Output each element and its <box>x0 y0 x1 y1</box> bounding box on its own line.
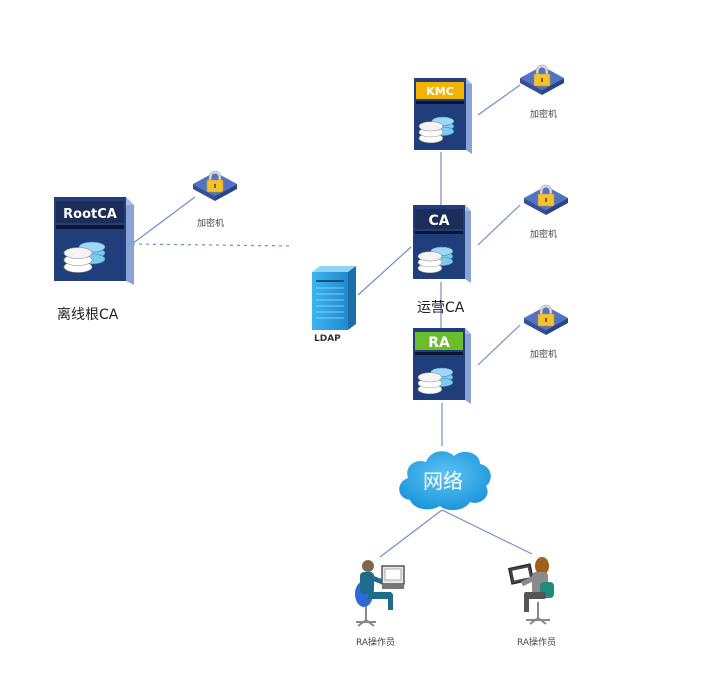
line-ra-hsm <box>477 324 521 366</box>
operator-1-caption: RA操作员 <box>356 638 396 648</box>
hsm-ra-lock-icon[interactable] <box>523 304 569 336</box>
ra-label: RA <box>428 335 450 351</box>
ca-label: CA <box>428 213 449 229</box>
hsm-rootca-lock-icon[interactable] <box>192 170 238 202</box>
ldap-caption: LDAP <box>314 334 341 344</box>
operator-2-caption: RA操作员 <box>517 638 557 648</box>
hsm-ra-caption: 加密机 <box>530 350 558 360</box>
line-network-operator1 <box>379 509 443 558</box>
line-network-operator2 <box>441 509 533 555</box>
line-kmc-hsm <box>477 84 521 116</box>
hsm-kmc-lock-icon[interactable] <box>519 64 565 96</box>
hsm-ca-lock-icon[interactable] <box>523 184 569 216</box>
line-rootca-hsm <box>131 196 196 245</box>
network-cloud-icon[interactable] <box>399 451 491 511</box>
connection-lines <box>131 84 533 558</box>
ldap-server-icon[interactable] <box>312 266 356 330</box>
ra-server[interactable]: RA <box>413 328 471 404</box>
hsm-rootca-caption: 加密机 <box>197 219 225 229</box>
ca-server[interactable]: CA <box>413 205 471 283</box>
ca-caption: 运营CA <box>417 300 465 316</box>
kmc-label: KMC <box>426 85 454 98</box>
line-ca-ldap <box>357 246 412 296</box>
rootca-caption: 离线根CA <box>57 307 119 323</box>
rootca-label: RootCA <box>63 207 117 222</box>
ra-operator-2-icon[interactable] <box>507 557 554 625</box>
ra-operator-1-icon[interactable] <box>355 560 405 627</box>
line-rootca-ldap-dotted <box>131 243 293 247</box>
hsm-kmc-caption: 加密机 <box>530 110 558 120</box>
hsm-ca-caption: 加密机 <box>530 230 558 240</box>
kmc-server[interactable]: KMC <box>414 78 472 154</box>
line-ca-hsm <box>477 204 521 246</box>
rootca-server[interactable]: RootCA <box>54 197 134 285</box>
network-caption: 网络 <box>423 469 463 493</box>
